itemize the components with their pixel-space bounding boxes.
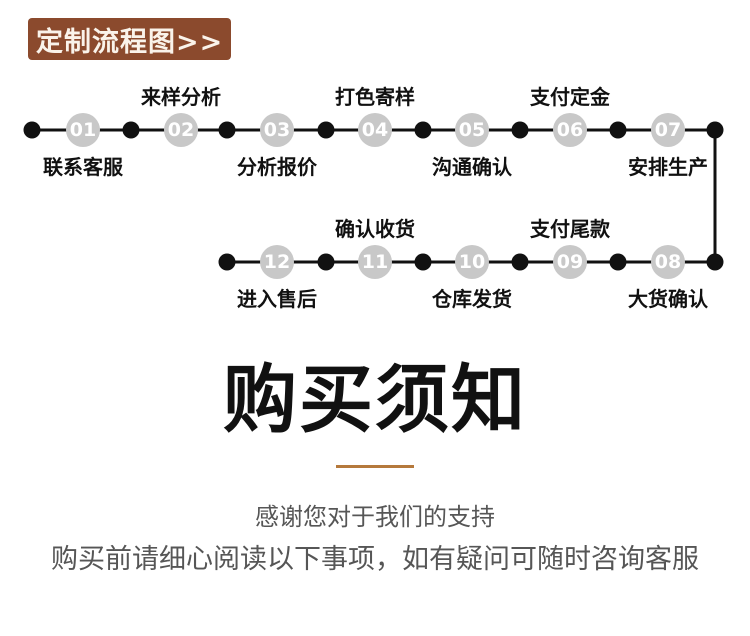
purchase-notice-title: 购买须知	[223, 357, 527, 443]
step-label: 打色寄样	[335, 85, 415, 109]
step-number: 08	[654, 250, 682, 273]
step-label: 大货确认	[628, 287, 708, 311]
step-number-circle: 03	[260, 113, 294, 147]
step-number-circle: 02	[164, 113, 198, 147]
connector-dot	[317, 121, 335, 139]
step-number: 07	[654, 118, 682, 141]
step-number: 06	[556, 118, 584, 141]
step-number: 02	[167, 118, 195, 141]
accent-divider	[336, 465, 414, 468]
connector-dot	[609, 121, 627, 139]
flow-line-vertical	[713, 130, 717, 262]
step-number: 01	[69, 118, 97, 141]
step-label: 支付尾款	[530, 217, 610, 241]
step-label: 仓库发货	[432, 287, 512, 311]
step-label: 联系客服	[43, 155, 123, 179]
step-label: 沟通确认	[432, 155, 512, 179]
step-number-circle: 12	[260, 245, 294, 279]
connector-dot	[218, 121, 236, 139]
connector-dot	[511, 253, 529, 271]
step-label: 来样分析	[141, 85, 221, 109]
step-number: 04	[361, 118, 389, 141]
step-label: 支付定金	[530, 85, 610, 109]
connector-dot	[414, 253, 432, 271]
connector-dot	[414, 121, 432, 139]
step-number-circle: 05	[455, 113, 489, 147]
connector-dot	[609, 253, 627, 271]
step-label: 分析报价	[237, 155, 317, 179]
step-number: 03	[263, 118, 291, 141]
step-label: 安排生产	[628, 155, 708, 179]
step-number: 05	[458, 118, 486, 141]
flow-title-badge: 定制流程图>>	[28, 18, 232, 60]
connector-dot	[317, 253, 335, 271]
connector-dot	[218, 253, 236, 271]
connector-dot-corner-top	[706, 121, 724, 139]
purchase-notice-instruction-text: 购买前请细心阅读以下事项，如有疑问可随时咨询客服	[51, 544, 699, 575]
step-number-circle: 01	[66, 113, 100, 147]
step-number-circle: 04	[358, 113, 392, 147]
step-number-circle: 09	[553, 245, 587, 279]
step-number: 10	[458, 250, 486, 273]
step-number-circle: 10	[455, 245, 489, 279]
connector-dot-corner-bottom	[706, 253, 724, 271]
flow-title-text: 定制流程图>>	[36, 26, 224, 58]
step-number-circle: 07	[651, 113, 685, 147]
step-number: 11	[361, 250, 389, 273]
connector-dot	[511, 121, 529, 139]
step-number-circle: 08	[651, 245, 685, 279]
step-number-circle: 11	[358, 245, 392, 279]
connector-dot	[122, 121, 140, 139]
step-number: 09	[556, 250, 584, 273]
connector-dot	[23, 121, 41, 139]
purchase-notice-thanks-text: 感谢您对于我们的支持	[255, 503, 495, 531]
step-number-circle: 06	[553, 113, 587, 147]
step-label: 确认收货	[335, 217, 415, 241]
step-number: 12	[263, 250, 291, 273]
step-label: 进入售后	[237, 287, 317, 311]
